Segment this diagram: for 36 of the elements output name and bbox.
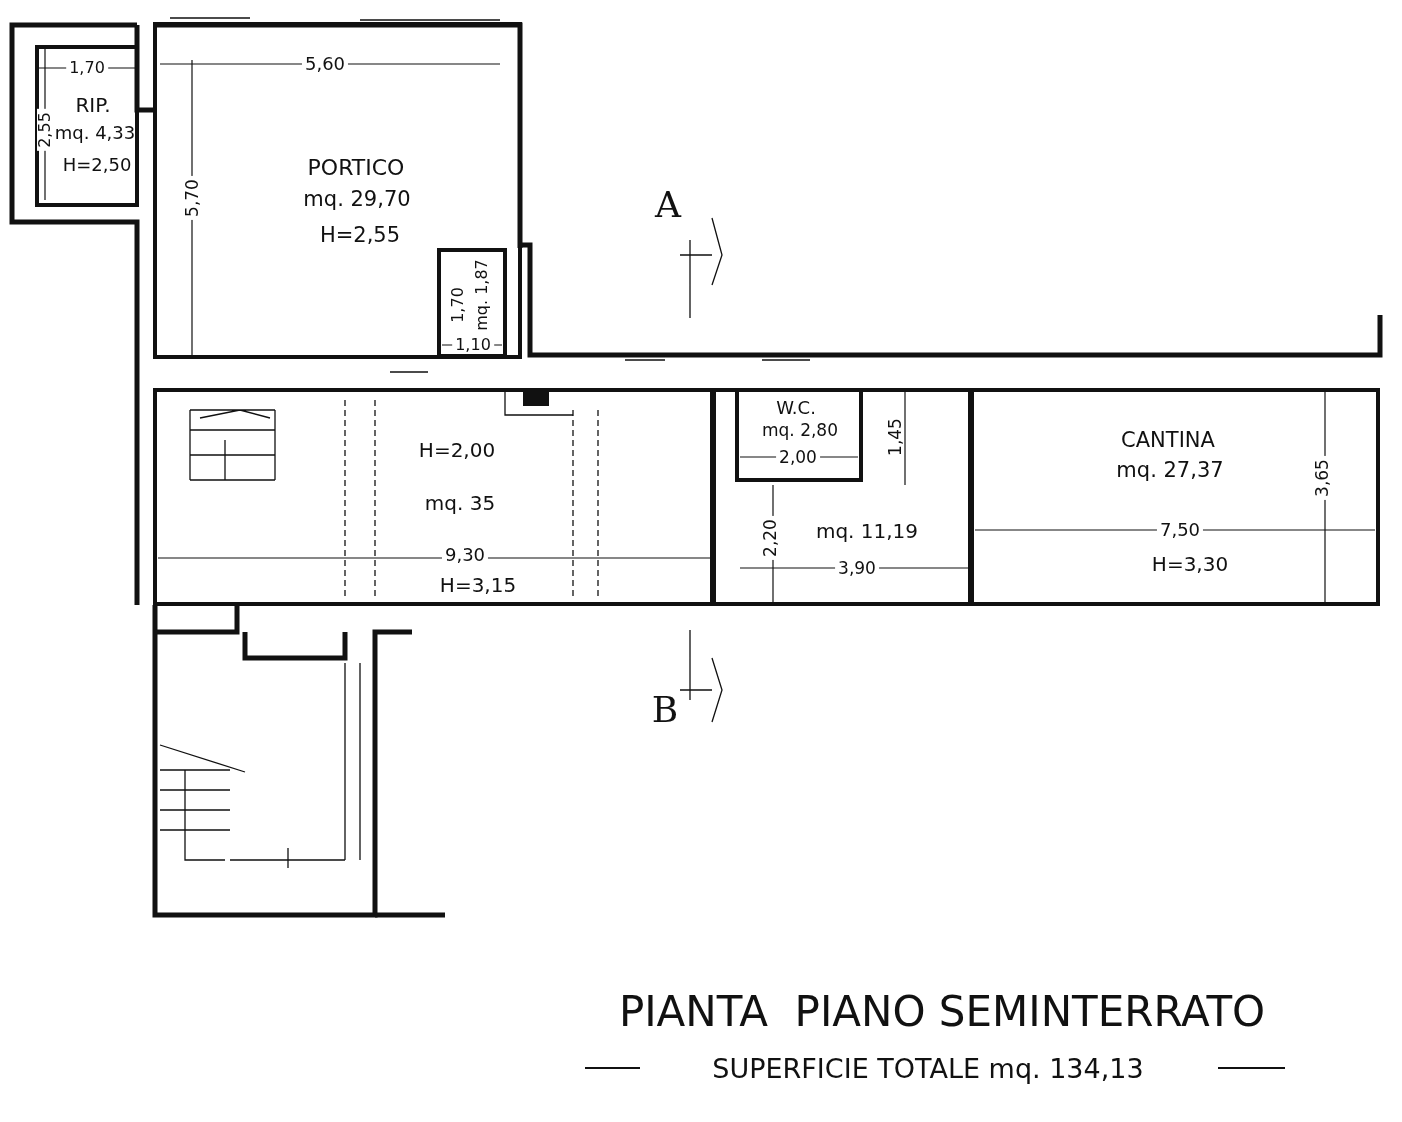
room-outline bbox=[35, 45, 139, 207]
dimension-value: 2,00 bbox=[776, 448, 820, 466]
room-area: mq. 1,87 bbox=[474, 259, 490, 331]
total-area-caption: SUPERFICIE TOTALE mq. 134,13 bbox=[712, 1054, 1144, 1082]
room-outline bbox=[437, 248, 507, 358]
room-height: H=3,15 bbox=[439, 575, 517, 595]
room-area: mq. 29,70 bbox=[303, 188, 411, 210]
room-outline bbox=[153, 22, 522, 359]
plan-title: PIANTA PIANO SEMINTERRATO bbox=[618, 991, 1266, 1033]
room-height: H=2,50 bbox=[62, 156, 132, 174]
room-area: mq. 11,19 bbox=[815, 521, 919, 541]
dimension-value: 3,65 bbox=[1313, 456, 1331, 500]
room-outline bbox=[970, 388, 1380, 606]
dimension-value: 3,90 bbox=[835, 559, 879, 577]
dimension-value: 2,20 bbox=[761, 516, 779, 560]
room-height: H=3,30 bbox=[1151, 554, 1229, 574]
section-letter: A bbox=[655, 187, 681, 223]
room-name: RIP. bbox=[75, 95, 111, 115]
dimension-value: 1,70 bbox=[66, 60, 108, 76]
dimension-value: 7,50 bbox=[1156, 521, 1204, 539]
room-name: CANTINA bbox=[1121, 429, 1215, 451]
dimension-value: 5,70 bbox=[183, 176, 201, 220]
room-name: H=2,00 bbox=[418, 440, 496, 460]
room-area: mq. 2,80 bbox=[762, 421, 838, 439]
room-area: mq. 27,37 bbox=[1116, 459, 1224, 481]
section-letter: B bbox=[651, 692, 679, 728]
room-area: mq. 35 bbox=[424, 493, 496, 513]
room-name: W.C. bbox=[776, 399, 816, 417]
dimension-value: 5,60 bbox=[301, 55, 349, 73]
room-outline bbox=[153, 388, 714, 606]
dimension-value: 9,30 bbox=[441, 546, 489, 564]
room-area: mq. 4,33 bbox=[54, 124, 136, 142]
dimension-value: 1,10 bbox=[452, 337, 494, 353]
dimension-value: 2,55 bbox=[37, 109, 53, 151]
room-name: PORTICO bbox=[307, 157, 405, 179]
room-height: H=2,55 bbox=[319, 224, 401, 246]
